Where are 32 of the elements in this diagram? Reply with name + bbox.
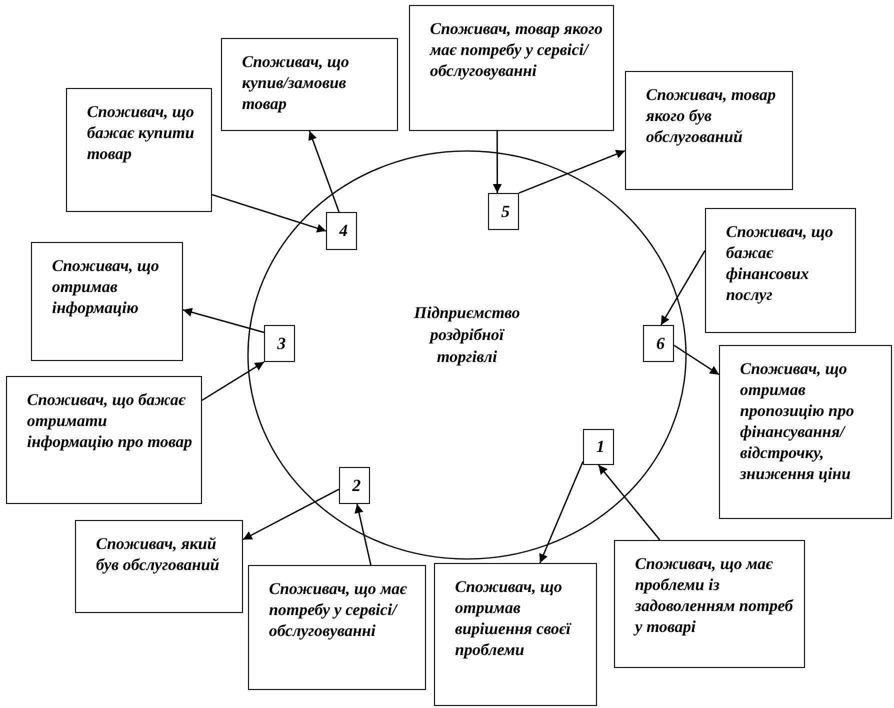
consumer-box: Споживач, який був обслугований [75,520,243,613]
enterprise-label: Підприємство роздрібної торгівлі [413,302,521,368]
consumer-box: Споживач, що отримав вирішення своєї проблеми [434,563,597,706]
arrow [212,194,326,233]
arrow [674,344,720,376]
consumer-box: Споживач, що бажає купити товар [66,88,212,212]
arrow [354,504,372,566]
step-number: 2 [339,467,370,504]
enterprise-ellipse [247,150,687,560]
consumer-box: Споживач, що отримав інформацію [31,242,183,361]
arrow [539,461,584,564]
step-number: 1 [583,429,614,465]
arrow [308,130,340,212]
arrow [492,131,502,193]
step-number: 6 [643,325,674,362]
consumer-box: Споживач, товар якого має потребу у сервісі/ обслуговуванні [409,5,614,131]
arrow [242,488,340,540]
consumer-box: Споживач, що має потребу у сервісі/ обслуговуванні [248,565,426,690]
arrow [518,150,626,194]
consumer-box: Споживач, товар якого був обслугований [625,71,793,190]
consumer-box: Споживач, що купив/замовив товар [221,38,398,131]
step-number: 3 [264,325,295,362]
consumer-box: Споживач, що бажає отримати інформацію про товар [6,376,202,504]
consumer-box: Споживач, що має проблеми із задоволенням потреб у товарі [614,540,805,668]
arrow [182,308,264,334]
arrow [598,464,660,540]
arrow [202,361,264,401]
step-number: 4 [326,212,357,250]
consumer-box: Споживач, що бажає фінансових послуг [705,208,856,333]
consumer-box: Споживач, що отримав пропозицію про фінансування/ відстрочку, зниження ціни [719,345,892,519]
step-number: 5 [488,193,519,230]
arrow [660,250,706,326]
